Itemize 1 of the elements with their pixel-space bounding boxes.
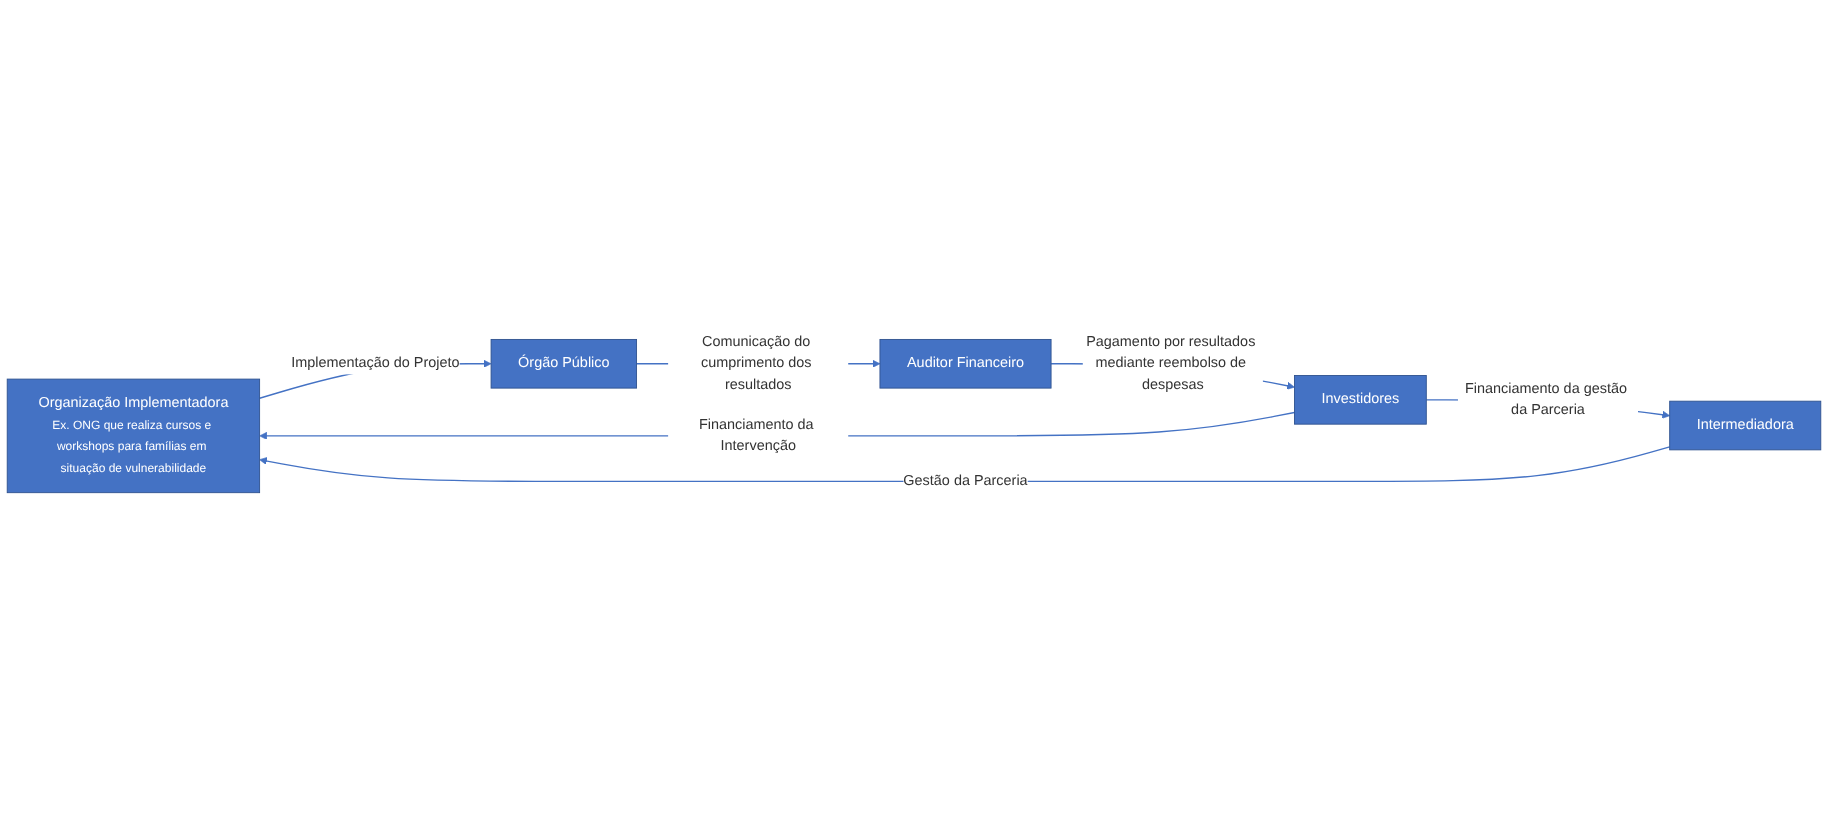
arrow [259,446,1671,483]
